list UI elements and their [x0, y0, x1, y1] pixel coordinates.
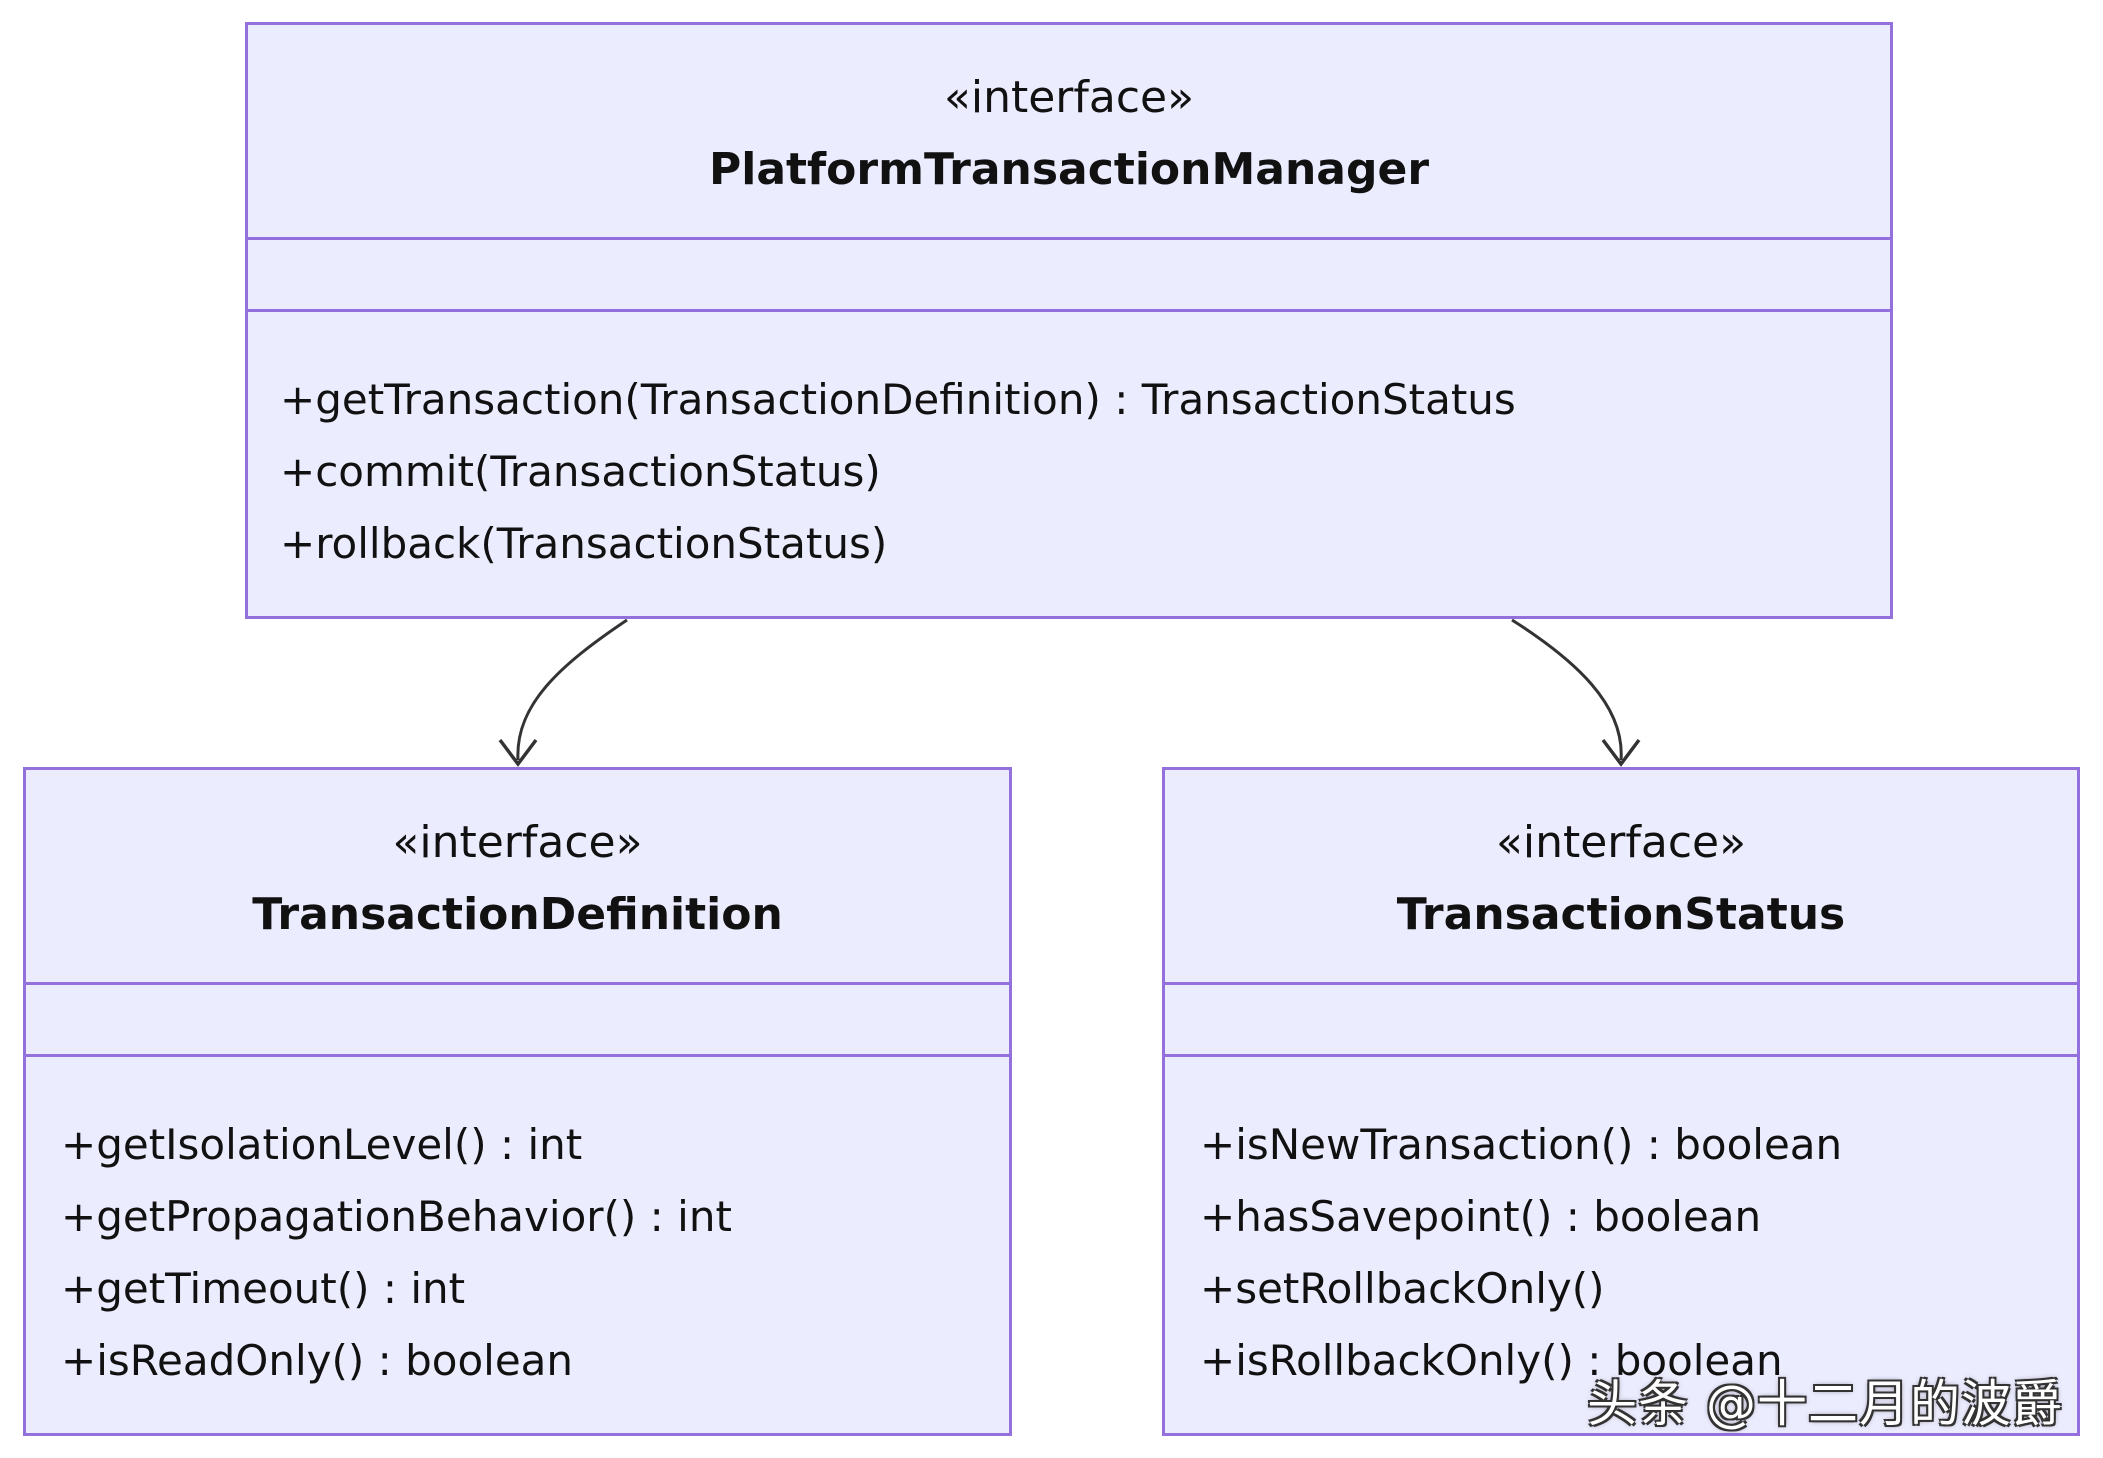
- edge-platform-to-definition: [516, 618, 628, 761]
- method-commit: +commit(TransactionStatus): [280, 447, 881, 496]
- stereotype-label: «interface»: [1495, 817, 1747, 868]
- methods-compartment: +isNewTransaction() : boolean +hasSavepo…: [1165, 1057, 2077, 1433]
- class-box-transaction-definition[interactable]: «interface» TransactionDefinition +getIs…: [23, 767, 1012, 1436]
- attributes-compartment: [248, 240, 1890, 312]
- method-set-rollback-only: +setRollbackOnly(): [1200, 1264, 1605, 1313]
- method-get-isolation-level: +getIsolationLevel() : int: [61, 1120, 583, 1169]
- class-box-transaction-status[interactable]: «interface» TransactionStatus +isNewTran…: [1162, 767, 2080, 1436]
- method-is-read-only: +isReadOnly() : boolean: [61, 1336, 574, 1385]
- class-name: TransactionStatus: [1396, 889, 1846, 940]
- stereotype-label: «interface»: [943, 72, 1195, 123]
- methods-compartment: +getIsolationLevel() : int +getPropagati…: [26, 1057, 1009, 1433]
- watermark-text: 头条 @十二月的波爵: [1587, 1375, 2063, 1433]
- class-header: «interface» TransactionDefinition: [26, 770, 1009, 985]
- attributes-compartment: [1165, 985, 2077, 1057]
- method-has-savepoint: +hasSavepoint() : boolean: [1200, 1192, 1762, 1241]
- class-header: «interface» TransactionStatus: [1165, 770, 2077, 985]
- method-is-rollback-only: +isRollbackOnly() : boolean: [1200, 1336, 1783, 1385]
- methods-compartment: +getTransaction(TransactionDefinition) :…: [248, 312, 1890, 616]
- edge-platform-to-status: [1511, 618, 1623, 761]
- method-rollback: +rollback(TransactionStatus): [280, 519, 888, 568]
- method-get-transaction: +getTransaction(TransactionDefinition) :…: [280, 375, 1516, 424]
- class-box-platform-transaction-manager[interactable]: «interface» PlatformTransactionManager +…: [245, 22, 1893, 619]
- arrowhead-status: [1601, 738, 1641, 767]
- class-header: «interface» PlatformTransactionManager: [248, 25, 1890, 240]
- stereotype-label: «interface»: [392, 817, 643, 868]
- class-name: TransactionDefinition: [252, 889, 783, 940]
- method-get-timeout: +getTimeout() : int: [61, 1264, 466, 1313]
- arrowhead-definition: [498, 738, 538, 767]
- attributes-compartment: [26, 985, 1009, 1057]
- class-name: PlatformTransactionManager: [708, 144, 1430, 195]
- method-get-propagation-behavior: +getPropagationBehavior() : int: [61, 1192, 732, 1241]
- method-is-new-transaction: +isNewTransaction() : boolean: [1200, 1120, 1843, 1169]
